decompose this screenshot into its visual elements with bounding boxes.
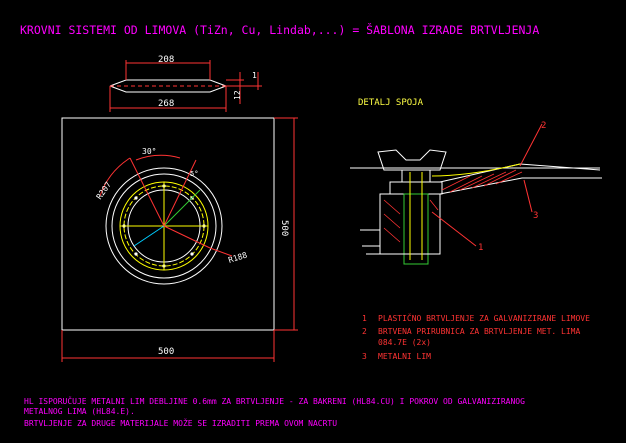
callout-3: 3 bbox=[533, 211, 538, 221]
legend-text-2: BRTVENA PRIRUBNICA ZA BRTVLJENJE MET. LI… bbox=[378, 327, 580, 336]
dim-side bbox=[226, 72, 262, 104]
angle-small-label: 5° bbox=[190, 170, 198, 178]
dim-right-500-label: 500 bbox=[279, 220, 289, 236]
dim-right-500 bbox=[274, 117, 298, 331]
note-line-1: HL ISPORUČUJE METALNI LIM DEBLJINE 0.6mm… bbox=[24, 395, 525, 406]
joint-hatch bbox=[383, 169, 523, 243]
legend-text-3: METALNI LIM bbox=[378, 352, 431, 361]
callout-2: 2 bbox=[541, 121, 546, 131]
angle-dims bbox=[99, 154, 233, 257]
legend-num-2: 2 bbox=[362, 327, 367, 336]
dim-1-label: 1 bbox=[252, 71, 257, 80]
r188-label: R188 bbox=[227, 250, 248, 265]
center-lines bbox=[120, 182, 211, 270]
joint-yellow-lines bbox=[409, 163, 521, 260]
legend: 1 PLASTIČNO BRTVLJENJE ZA GALVANIZIRANE … bbox=[362, 312, 590, 361]
callout-1: 1 bbox=[478, 243, 483, 253]
legend-num-1: 1 bbox=[362, 314, 367, 323]
top-profile bbox=[109, 79, 228, 93]
note-line-3: BRTVLJENJE ZA DRUGE MATERIJALE MOŽE SE I… bbox=[24, 417, 337, 428]
detail-callouts bbox=[431, 123, 543, 247]
drawing-title: KROVNI SISTEMI OD LIMOVA (TiZn, Cu, Lind… bbox=[20, 22, 539, 37]
note-line-2: METALNOG LIMA (HL84.E). bbox=[24, 407, 135, 416]
r207-label: R207 bbox=[95, 180, 114, 201]
legend-num-3: 3 bbox=[362, 352, 367, 361]
notes: HL ISPORUČUJE METALNI LIM DEBLJINE 0.6mm… bbox=[24, 395, 525, 428]
dim-208 bbox=[125, 60, 211, 80]
dim-bottom-500-label: 500 bbox=[158, 347, 174, 357]
angle-30-label: 30° bbox=[142, 147, 156, 156]
legend-text-2b: 084.7E (2x) bbox=[378, 338, 431, 347]
dim-bottom-500 bbox=[61, 330, 275, 362]
dim-208-label: 208 bbox=[158, 55, 174, 65]
detail-title: DETALJ SPOJA bbox=[358, 98, 424, 108]
dim-268 bbox=[109, 86, 227, 112]
legend-text-1: PLASTIČNO BRTVLJENJE ZA GALVANIZIRANE LI… bbox=[378, 312, 590, 323]
dim-268-label: 268 bbox=[158, 99, 174, 109]
plan-square bbox=[61, 117, 275, 331]
dim-12-label: 12 bbox=[233, 90, 242, 100]
joint-detail bbox=[350, 149, 602, 265]
